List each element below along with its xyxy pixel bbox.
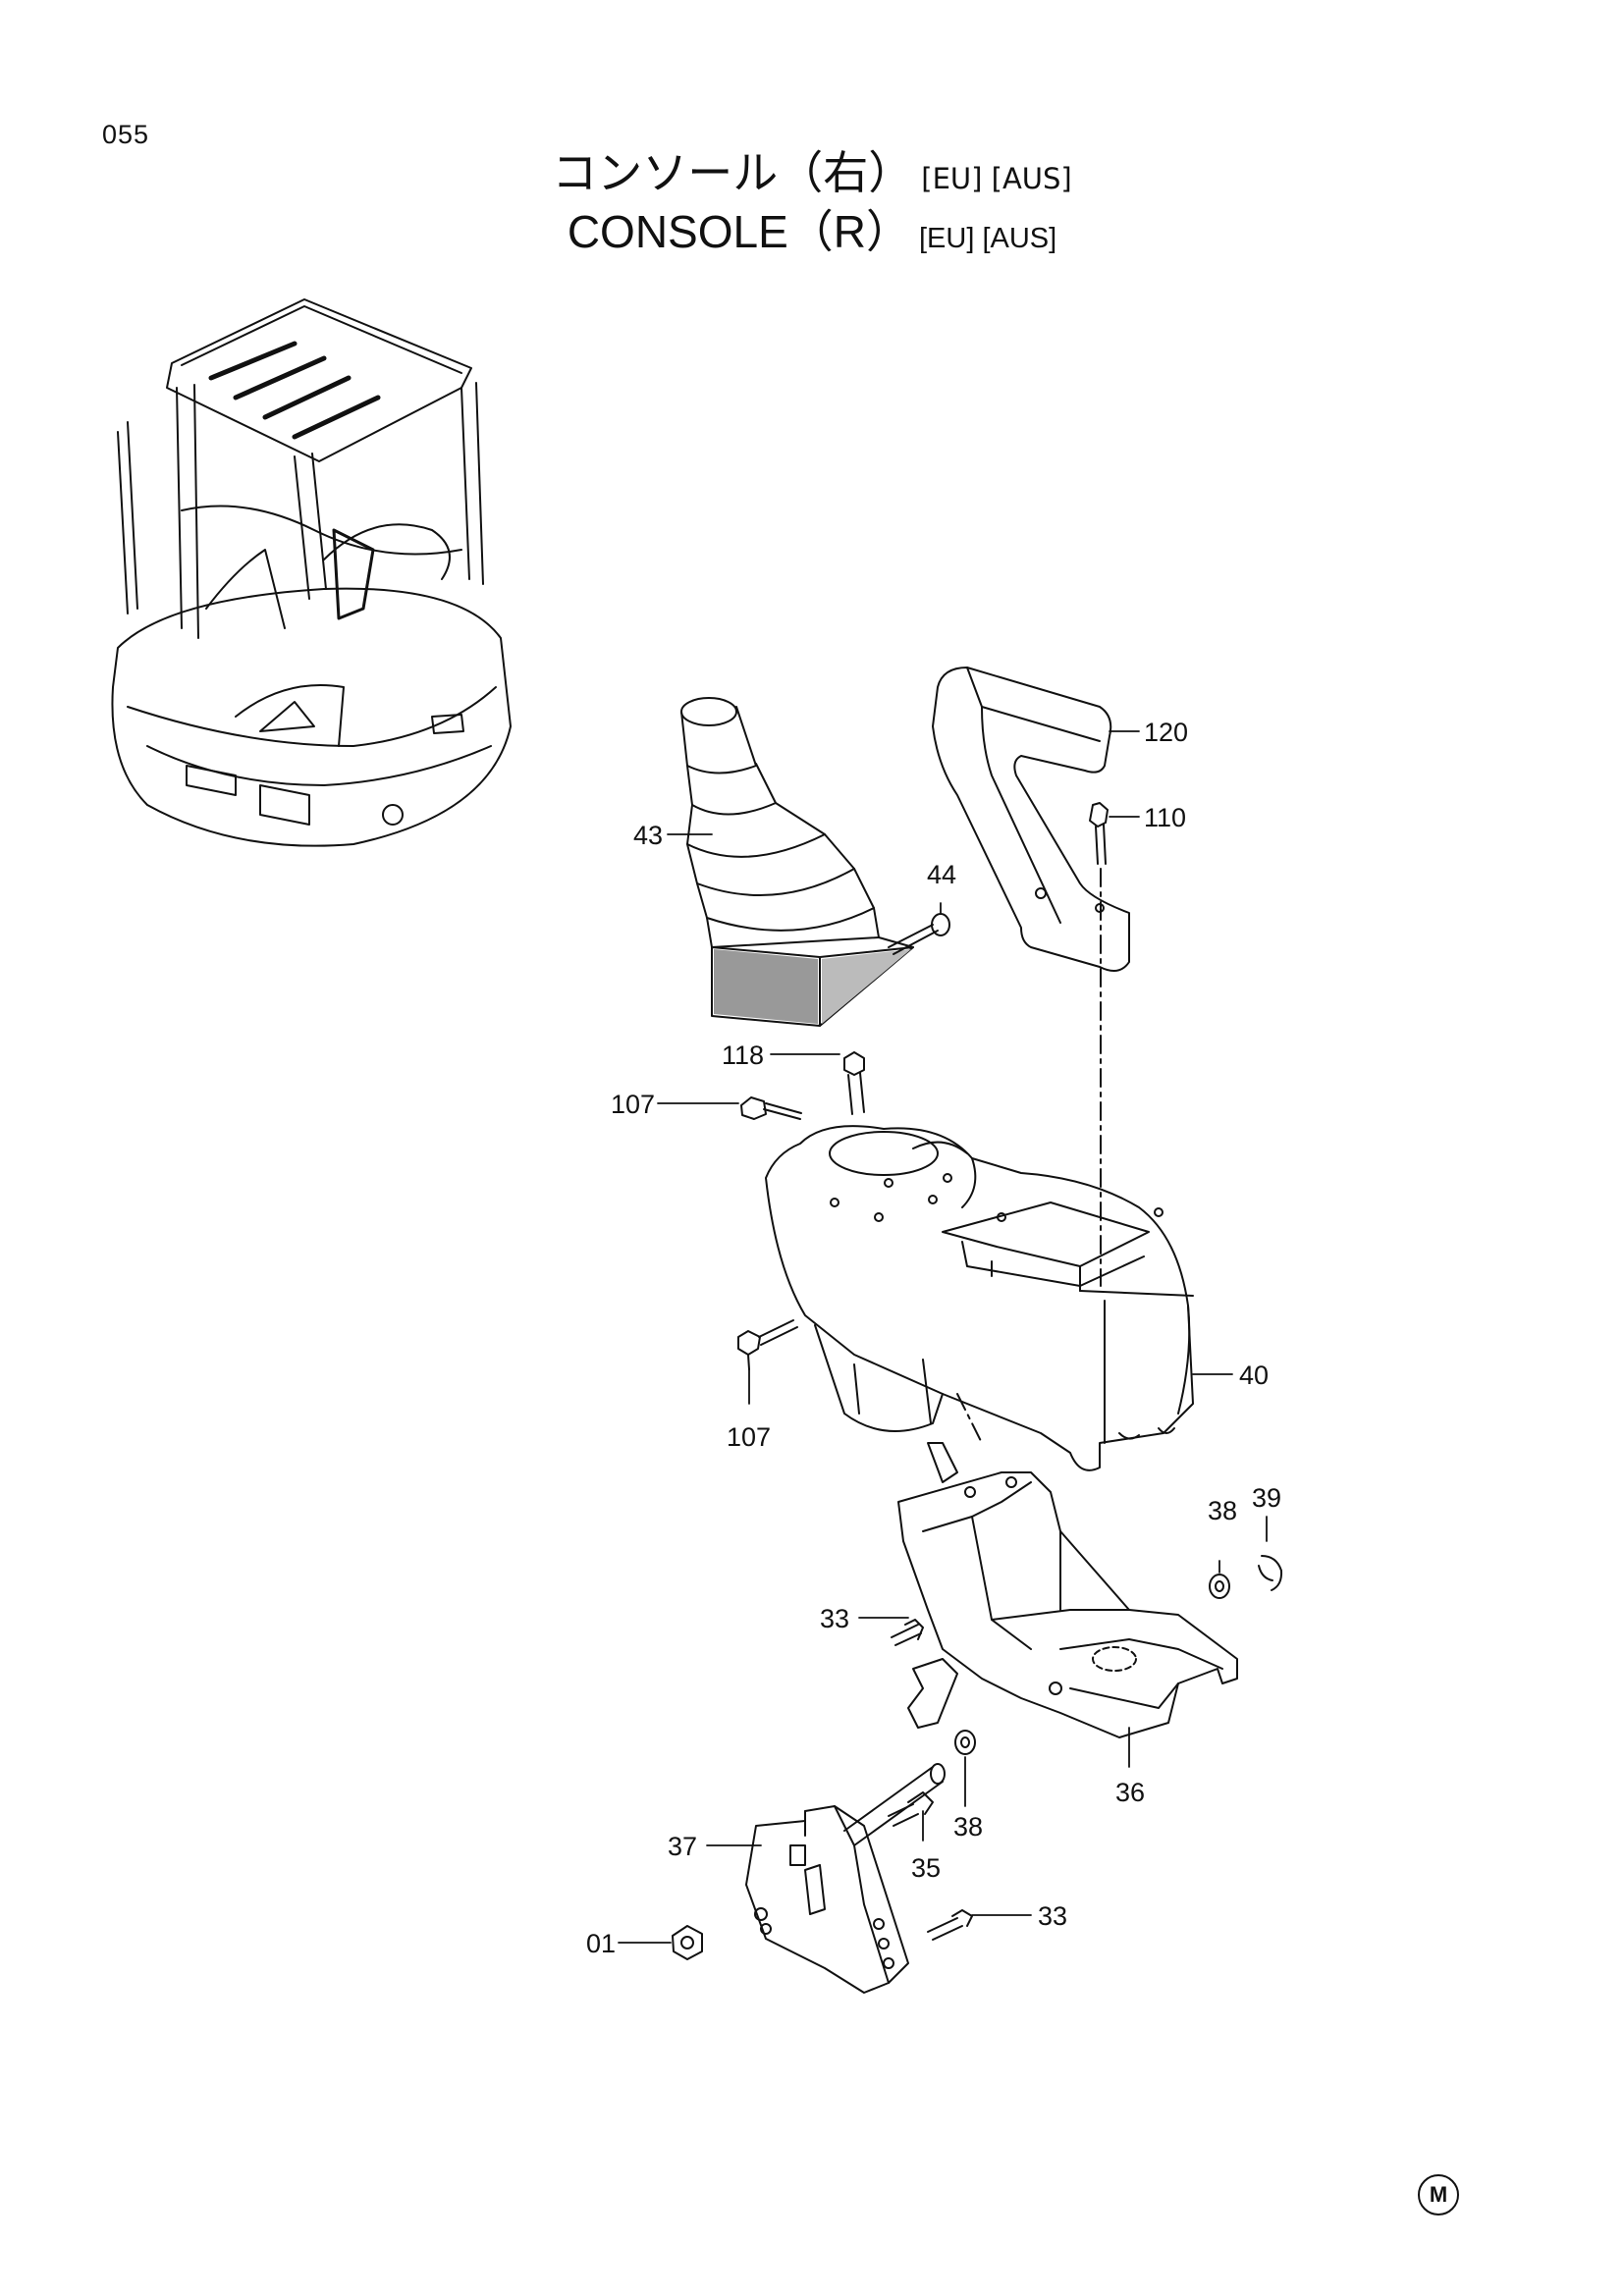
title-japanese-text: コンソール（右） <box>552 146 914 199</box>
part-bolt-33-upper <box>891 1619 924 1646</box>
callout-107-top: 107 <box>611 1090 655 1119</box>
callout-44: 44 <box>927 860 956 889</box>
part-washer-38-upper <box>1209 1574 1230 1599</box>
callout-43: 43 <box>633 821 663 850</box>
callout-118: 118 <box>722 1041 764 1070</box>
part-handle-120 <box>932 667 1130 972</box>
callout-33-lower: 33 <box>1038 1901 1067 1931</box>
title-japanese: コンソール（右）[EU] [AUS] <box>0 137 1624 202</box>
callout-38-lower: 38 <box>953 1812 983 1842</box>
part-pin <box>843 1763 946 1846</box>
title-english: CONSOLE（R）[EU] [AUS] <box>0 196 1624 261</box>
callout-107-left: 107 <box>727 1422 771 1452</box>
title-english-region: [EU] [AUS] <box>918 223 1057 254</box>
callout-35: 35 <box>911 1853 941 1883</box>
callout-40: 40 <box>1239 1361 1269 1390</box>
title-japanese-region: [EU] [AUS] <box>921 162 1072 195</box>
callout-120: 120 <box>1144 718 1188 747</box>
excavator-overview-illustration <box>111 298 512 847</box>
part-bolt-33-lower <box>927 1909 973 1941</box>
callout-labels: 120 110 43 44 118 107 107 40 38 39 33 36… <box>586 718 1281 1958</box>
part-console-40 <box>765 1125 1194 1471</box>
part-plate-37 <box>745 1805 909 1994</box>
callout-39: 39 <box>1252 1483 1281 1513</box>
callout-37: 37 <box>668 1832 697 1861</box>
callout-33-upper: 33 <box>820 1604 849 1633</box>
title-english-text: CONSOLE（R） <box>567 206 911 257</box>
page-number: 055 <box>102 120 150 149</box>
part-bolt-35 <box>888 1791 934 1827</box>
callout-01: 01 <box>586 1929 616 1958</box>
part-bolt-107-left <box>737 1319 798 1370</box>
part-screw-44 <box>888 913 950 955</box>
part-bolt-110 <box>1089 802 1109 865</box>
callout-38-upper: 38 <box>1208 1496 1237 1525</box>
part-boot-43 <box>680 697 914 1027</box>
leader-lines <box>618 730 1268 1944</box>
part-washer-38-lower <box>954 1730 976 1755</box>
part-bolt-107-top <box>740 1096 802 1120</box>
callout-110: 110 <box>1144 803 1186 832</box>
part-snap-ring-39 <box>1258 1555 1283 1591</box>
part-bolt-118 <box>843 1051 865 1115</box>
part-nut-01 <box>672 1925 703 1960</box>
callout-36: 36 <box>1115 1778 1145 1807</box>
corner-mark: M <box>1418 2174 1459 2216</box>
part-bracket-36 <box>897 1442 1238 1738</box>
